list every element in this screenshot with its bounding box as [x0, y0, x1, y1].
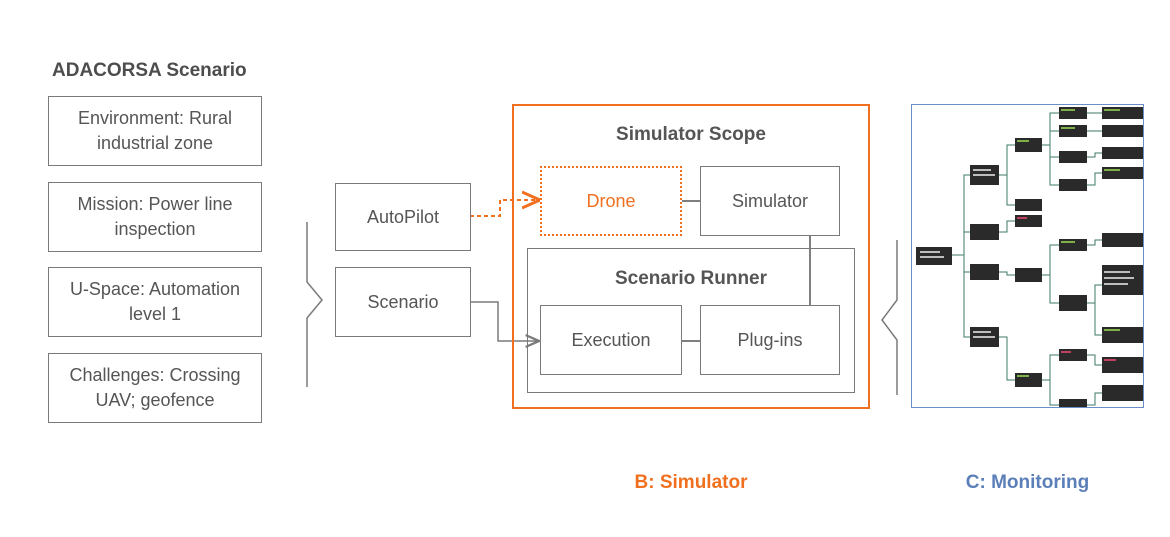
scenario-item-environment: Environment: Rural industrial zone — [48, 96, 262, 166]
behavior-tree-thumbnail — [916, 107, 1143, 407]
scenario-runner-title: Scenario Runner — [614, 268, 768, 289]
scenario-title: ADACORSA Scenario — [52, 60, 247, 81]
scenario-brace — [306, 222, 323, 387]
execution-box: Execution — [540, 305, 682, 375]
autopilot-box: AutoPilot — [335, 183, 471, 251]
simulator-box: Simulator — [700, 166, 840, 236]
scenario-item-uspace: U-Space: Automation level 1 — [48, 267, 262, 337]
monitoring-panel — [911, 104, 1144, 408]
monitor-brace — [881, 240, 898, 395]
plugins-box: Plug-ins — [700, 305, 840, 375]
scenario-item-line: inspection — [114, 219, 196, 239]
simulator-scope — [512, 104, 870, 409]
scenario-item-line: industrial zone — [96, 133, 214, 153]
scenario-execution-arrow — [470, 301, 539, 341]
scenario-item-line: Mission: Power line — [77, 194, 233, 214]
scenario-item-line: U-Space: Automation — [69, 279, 241, 299]
drone-box: Drone — [540, 166, 682, 236]
monitoring-label: C: Monitoring — [965, 472, 1090, 493]
scenario-item-line: Challenges: Crossing — [69, 365, 241, 385]
scenario-item-mission: Mission: Power line inspection — [48, 182, 262, 252]
simulator-label: B: Simulator — [634, 472, 748, 493]
scenario-item-line: level 1 — [128, 304, 181, 324]
simulator-scope-title: Simulator Scope — [616, 124, 766, 145]
scenario-runner — [527, 248, 855, 393]
scenario-item-line: UAV; geofence — [95, 390, 215, 410]
scenario-item-line: Environment: Rural — [77, 108, 233, 128]
autopilot-drone-arrow — [470, 200, 540, 217]
scenario-box: Scenario — [335, 267, 471, 337]
